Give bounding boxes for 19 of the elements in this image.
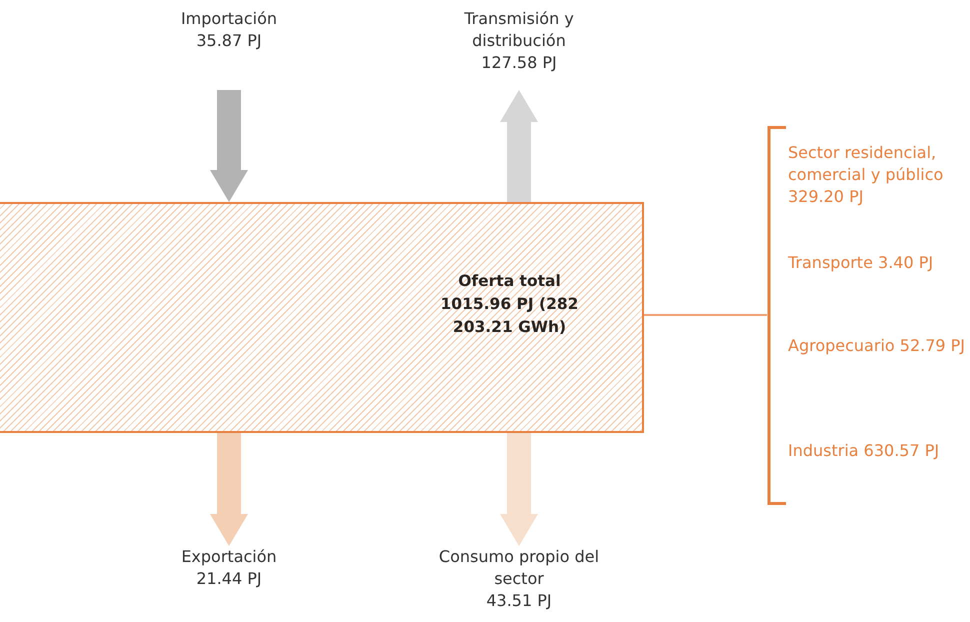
sector-label: Sector residencial, comercial y público 329.20 PJ [788,142,944,208]
total-supply-label: Oferta total 1015.96 PJ (282 203.21 GWh) [440,271,580,338]
flow-value: 43.51 PJ [485,590,553,612]
flow-name: Importación [180,8,278,30]
flow-name: Transmisión y distribución [463,8,575,52]
flow-arrow [500,433,538,546]
flow-name: Exportación [180,546,278,568]
connector-line [644,314,767,316]
flow-arrow [500,90,538,202]
sector-label: Industria 630.57 PJ [788,440,940,462]
sector-label: Transporte 3.40 PJ [788,252,934,274]
flow-value: 127.58 PJ [480,52,558,74]
flow-arrow [210,90,248,202]
flow-value: 35.87 PJ [195,30,263,52]
total-supply-box [0,202,644,433]
flow-arrow [210,433,248,546]
sector-label: Agropecuario 52.79 PJ [788,335,966,357]
flow-value: 21.44 PJ [195,568,263,590]
flow-name: Consumo propio del sector [438,546,600,590]
